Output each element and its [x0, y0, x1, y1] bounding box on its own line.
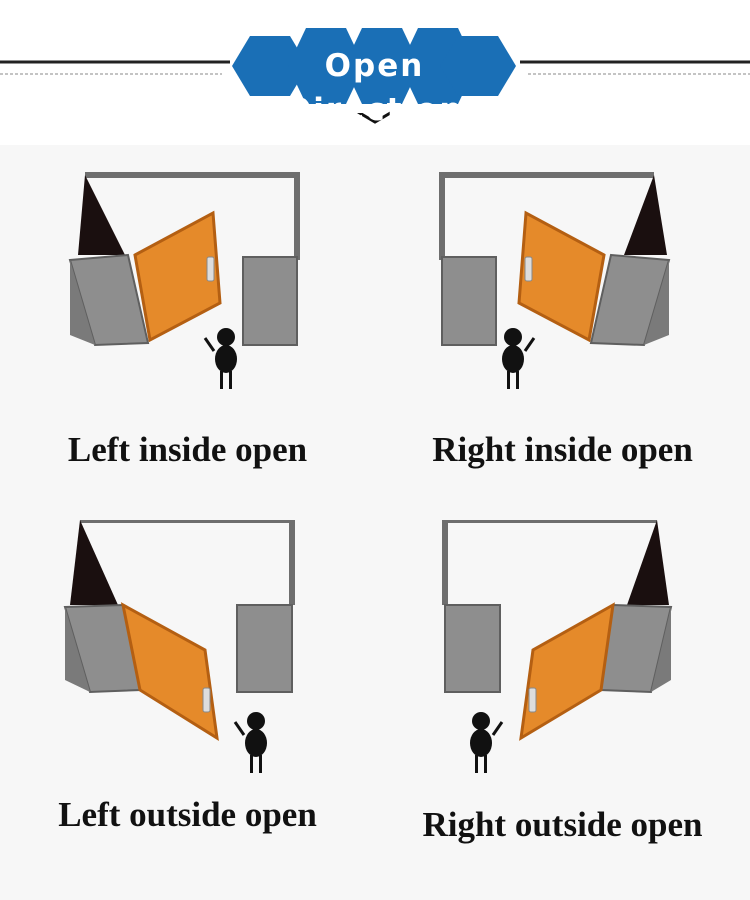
panel-left-inside: Left inside open — [0, 145, 375, 523]
caption-left-outside: Left outside open — [58, 795, 317, 834]
door-handle-icon — [202, 687, 211, 713]
door-panel — [133, 210, 222, 343]
wall-shadow — [78, 175, 125, 255]
left-inside-diagram — [68, 172, 300, 389]
wall-shadow — [70, 520, 118, 605]
left-wall-block — [444, 604, 501, 693]
title-badge — [232, 28, 516, 104]
left-wall-block — [441, 256, 497, 346]
panel-right-outside: Right outside open — [375, 520, 750, 898]
door-handle-icon — [206, 256, 215, 282]
left-wall-block — [68, 253, 150, 347]
left-wall-side — [70, 260, 95, 345]
wall-outline — [442, 520, 657, 605]
caption-right-outside: Right outside open — [422, 805, 703, 844]
panel-left-outside: Left outside open — [0, 520, 375, 898]
person-icon — [502, 328, 536, 389]
door-panel — [517, 210, 606, 343]
wall-shadow — [627, 520, 669, 605]
left-wall-side — [65, 607, 90, 692]
door-panel — [120, 602, 219, 741]
panel-right-inside: Right inside open — [375, 145, 750, 523]
person-icon — [233, 712, 267, 773]
wall-shadow — [624, 175, 667, 255]
door-panel — [519, 602, 615, 741]
right-wall-block — [236, 604, 293, 693]
chevron-down-icon — [357, 110, 393, 124]
header: Open Direction — [0, 0, 750, 145]
page-title: Open Direction — [285, 48, 464, 128]
left-outside-diagram — [63, 520, 295, 773]
door-handle-icon — [524, 256, 533, 282]
right-inside-diagram — [439, 172, 671, 389]
right-wall-side — [644, 260, 669, 345]
wall-outline — [85, 172, 300, 260]
right-wall-block — [242, 256, 298, 346]
caption-right-inside: Right inside open — [432, 430, 693, 469]
person-icon — [470, 712, 504, 773]
caption-left-inside: Left inside open — [67, 430, 308, 469]
wall-outline — [439, 172, 654, 260]
person-icon — [203, 328, 237, 389]
wall-outline — [80, 520, 295, 605]
door-direction-grid: Left inside open Right inside open — [0, 145, 750, 900]
door-handle-icon — [528, 687, 537, 713]
right-outside-diagram — [442, 520, 673, 773]
header-graphic — [0, 28, 750, 124]
right-wall-side — [651, 607, 671, 692]
